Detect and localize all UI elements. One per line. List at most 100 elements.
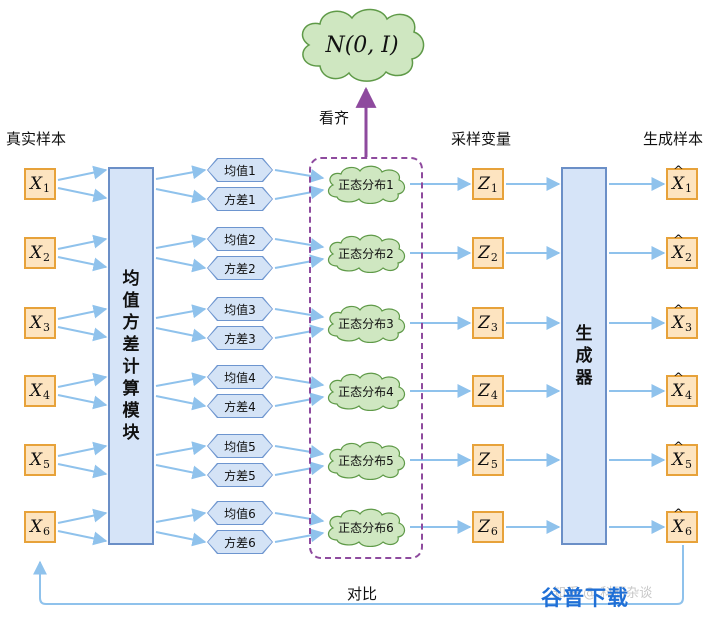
connector-arrow — [155, 441, 207, 456]
connector-arrow — [155, 464, 207, 480]
normal-distribution-cloud: 正态分布5 — [323, 440, 409, 480]
input-box-letter: X — [29, 243, 43, 263]
connector-arrow — [57, 256, 108, 272]
mean-node: 均值1 — [207, 158, 273, 182]
variance-node-label: 方差4 — [208, 395, 272, 417]
normal-distribution-cloud: 正态分布3 — [323, 303, 409, 343]
variance-node-label: 方差1 — [208, 188, 272, 210]
connector-arrow — [274, 254, 325, 269]
input-box-letter: X — [29, 174, 43, 194]
connector-arrow — [155, 304, 207, 319]
variance-node: 方差1 — [207, 187, 273, 211]
normal-distribution-label: 正态分布5 — [338, 453, 394, 468]
latent-box-letter: Z — [478, 313, 490, 333]
watermark-small: 知乎 @ 科研杂谈 — [553, 586, 653, 601]
mean-node-label: 均值4 — [208, 366, 272, 388]
connector-arrow — [274, 169, 325, 183]
variance-node-label: 方差5 — [208, 464, 272, 486]
latent-box-subscript: 3 — [490, 320, 498, 334]
normal-distribution-label: 正态分布6 — [338, 520, 394, 535]
latent-box-letter: Z — [478, 381, 490, 401]
block-char: 差 — [122, 335, 140, 355]
output-box: X3 — [666, 303, 698, 339]
normal-distribution-cloud: 正态分布4 — [323, 371, 409, 411]
mean-node: 均值3 — [207, 297, 273, 321]
output-box-letter: X — [672, 371, 684, 401]
connector-arrow — [57, 530, 108, 546]
connector-arrow — [57, 234, 108, 250]
mean-node: 均值5 — [207, 434, 273, 458]
output-box-letter: X — [672, 164, 684, 194]
variance-node-label: 方差3 — [208, 327, 272, 349]
connector-arrow — [57, 165, 108, 181]
normal-distribution-cloud: 正态分布6 — [323, 507, 409, 547]
block-char: 生 — [575, 324, 593, 344]
output-box: X4 — [666, 371, 698, 407]
output-box: X1 — [666, 164, 698, 200]
mean-node: 均值4 — [207, 365, 273, 389]
latent-box-subscript: 6 — [490, 524, 498, 538]
connector-arrow — [274, 238, 325, 252]
connector-arrow — [274, 376, 325, 390]
block-char: 计 — [122, 357, 140, 377]
output-box-letter: X — [672, 303, 684, 333]
output-box: X2 — [666, 233, 698, 269]
connector-arrow — [155, 372, 207, 387]
output-box-subscript: 6 — [685, 524, 693, 538]
latent-box-subscript: 5 — [490, 457, 498, 471]
connector-arrow — [57, 187, 108, 203]
connector-arrow — [57, 441, 108, 457]
latent-box-subscript: 4 — [490, 388, 498, 402]
connector-arrow — [57, 463, 108, 479]
variance-node: 方差5 — [207, 463, 273, 487]
output-box: X5 — [666, 440, 698, 476]
block-char: 算 — [122, 379, 140, 399]
output-box-subscript: 1 — [685, 181, 693, 195]
input-box-subscript: 6 — [43, 524, 51, 538]
connector-arrow — [155, 395, 207, 411]
output-box-subscript: 3 — [685, 320, 693, 334]
latent-box-letter: Z — [478, 517, 490, 537]
variance-node: 方差6 — [207, 530, 273, 554]
output-box-letter: X — [672, 233, 684, 263]
input-box-letter: X — [29, 313, 43, 333]
block-char: 模 — [122, 401, 140, 421]
connector-arrow — [274, 528, 325, 543]
block-char: 方 — [122, 313, 140, 333]
connector-arrow — [274, 512, 325, 526]
input-box-subscript: 1 — [43, 181, 51, 195]
compare-arrow — [33, 545, 684, 605]
output-box-letter: X — [672, 507, 684, 537]
connector-arrow — [57, 508, 108, 524]
generated-header: 生成样本 — [643, 130, 704, 148]
connector-arrow — [274, 185, 325, 200]
latent-box-letter: Z — [478, 243, 490, 263]
output-box-letter: X — [672, 440, 684, 470]
latent-box-subscript: 1 — [490, 181, 498, 195]
connector-arrow — [57, 372, 108, 388]
connector-arrow — [155, 327, 207, 343]
input-box-subscript: 5 — [43, 457, 51, 471]
prior-label: N(0, I) — [325, 32, 399, 58]
block-char: 均 — [122, 269, 140, 289]
mean-node-label: 均值6 — [208, 502, 272, 524]
mean-node-label: 均值2 — [208, 228, 272, 250]
watermark-main: 谷普下载 — [541, 586, 629, 610]
normal-distribution-cloud: 正态分布2 — [323, 233, 409, 273]
variance-node: 方差3 — [207, 326, 273, 350]
latent-box-subscript: 2 — [490, 250, 498, 264]
real-samples-header: 真实样本 — [6, 130, 67, 148]
distribution-frame — [309, 157, 423, 559]
arrow-group — [57, 165, 666, 547]
connector-arrow — [57, 304, 108, 320]
output-box: X6 — [666, 507, 698, 543]
